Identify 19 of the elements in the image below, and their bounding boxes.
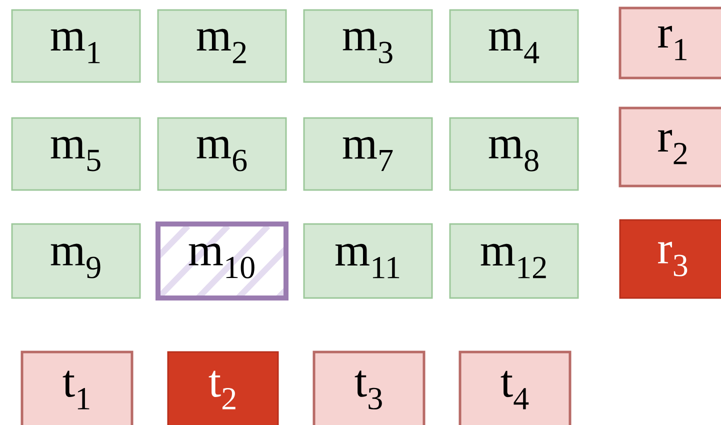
highlighted-box: r$_{3}$ [619,219,721,299]
box: m$_{4}$ [449,9,579,83]
box: t$_{3}$ [312,350,426,425]
box: m$_{7}$ [303,117,433,191]
box: m$_{6}$ [157,117,287,191]
box: t$_{1}$ [20,350,134,425]
box: m$_{5}$ [11,117,141,191]
box: m$_{8}$ [449,117,579,191]
box: m$_{3}$ [303,9,433,83]
box: m$_{11}$ [303,223,433,299]
box: m$_{1}$ [11,9,141,83]
box: t$_{4}$ [458,350,572,425]
box: r$_{1}$ [618,6,721,80]
box: m$_{12}$ [449,223,579,299]
box: r$_{2}$ [618,106,721,188]
selected-box: m$_{10}$ [156,222,288,300]
box: m$_{2}$ [157,9,287,83]
box: m$_{9}$ [11,223,141,299]
highlighted-box: t$_{2}$ [167,351,279,425]
